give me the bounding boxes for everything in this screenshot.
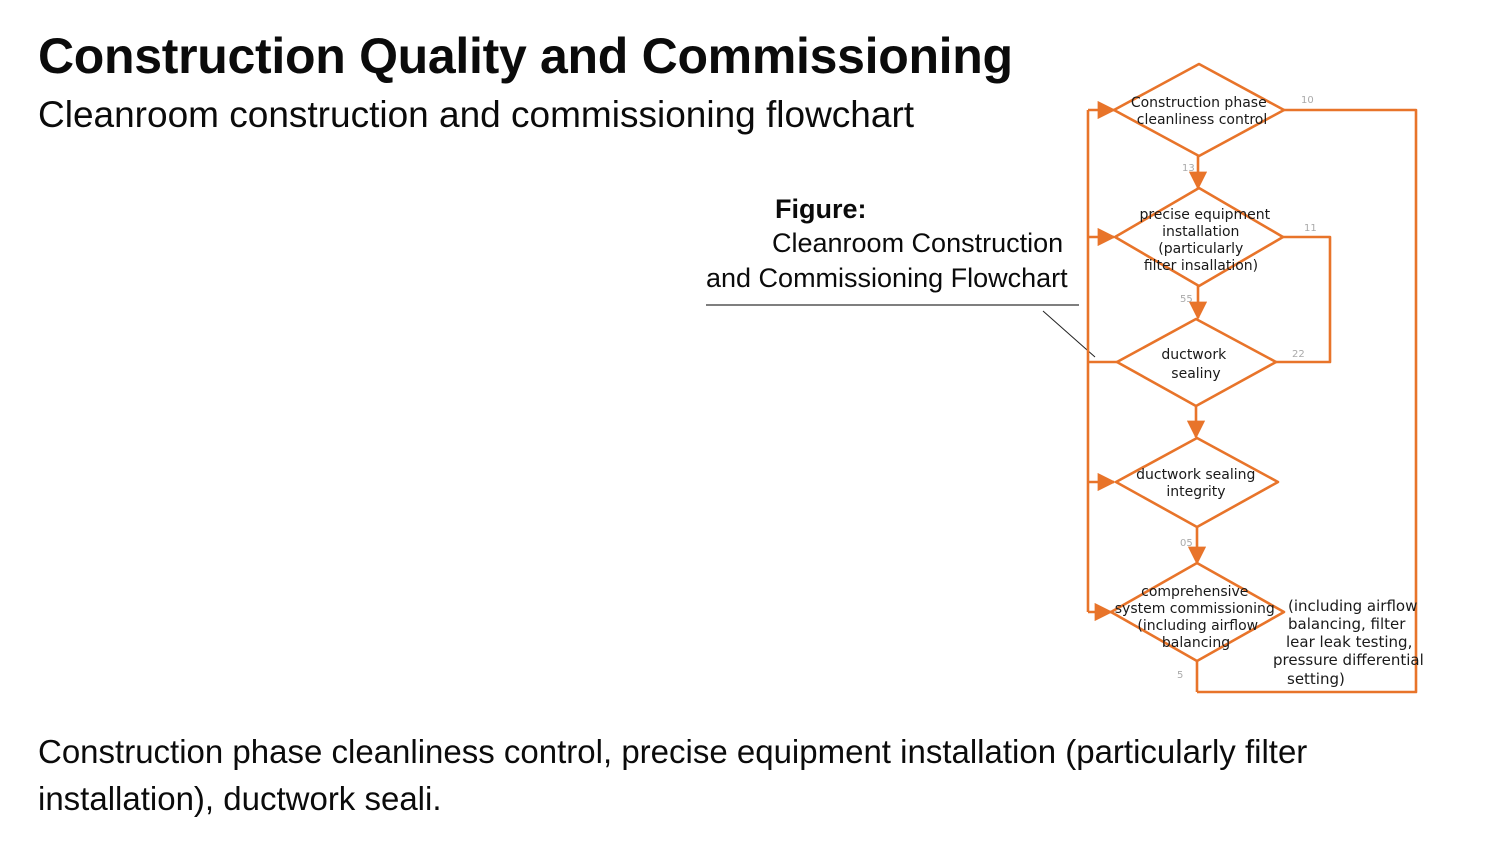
flow-node-3	[1115, 317, 1278, 408]
flow-node-1-label: Construction phase cleanliness control	[1131, 95, 1271, 128]
edge-number-3: 11	[1304, 223, 1317, 234]
body-line-1: Construction phase cleanliness control, …	[38, 733, 1308, 770]
commissioning-side-note: (including airflow balancing, filter lea…	[1273, 597, 1429, 688]
flow-node-1	[1112, 62, 1286, 158]
flow-node-3-label: ductwork sealiny	[1161, 347, 1230, 382]
edge-number-1: 10	[1301, 95, 1314, 106]
caption-leader-line	[1042, 310, 1096, 358]
edge-number-6: 05	[1180, 538, 1193, 549]
flow-node-5	[1109, 561, 1286, 663]
figure-label: Figure:	[775, 194, 867, 224]
page-subtitle: Cleanroom construction and commissioning…	[38, 94, 915, 135]
figure-caption-line-2: and Commissioning Flowchart	[706, 263, 1068, 293]
figure-caption-line-1: Cleanroom Construction	[772, 228, 1064, 258]
edge-number-7: 5	[1177, 670, 1183, 681]
edge-number-2: 13	[1182, 163, 1195, 174]
flow-node-4	[1114, 436, 1280, 529]
line-n2-n3-right-loop	[1276, 235, 1332, 364]
flow-node-2	[1113, 186, 1285, 288]
flow-node-5-label: comprehensive system commissioning (incl…	[1115, 584, 1280, 651]
edge-number-4: 55	[1180, 294, 1193, 305]
edge-number-5: 22	[1292, 349, 1305, 360]
flow-node-4-label: ductwork sealing integrity	[1136, 467, 1260, 500]
page-title: Construction Quality and Commissioning	[38, 28, 1013, 84]
body-paragraph: Construction phase cleanliness control, …	[38, 728, 1398, 822]
line-outer-right-loop	[1197, 108, 1418, 694]
flow-node-2-label: precise equipment installation (particul…	[1139, 207, 1274, 274]
body-line-2: installation), ductwork seali.	[38, 780, 442, 817]
